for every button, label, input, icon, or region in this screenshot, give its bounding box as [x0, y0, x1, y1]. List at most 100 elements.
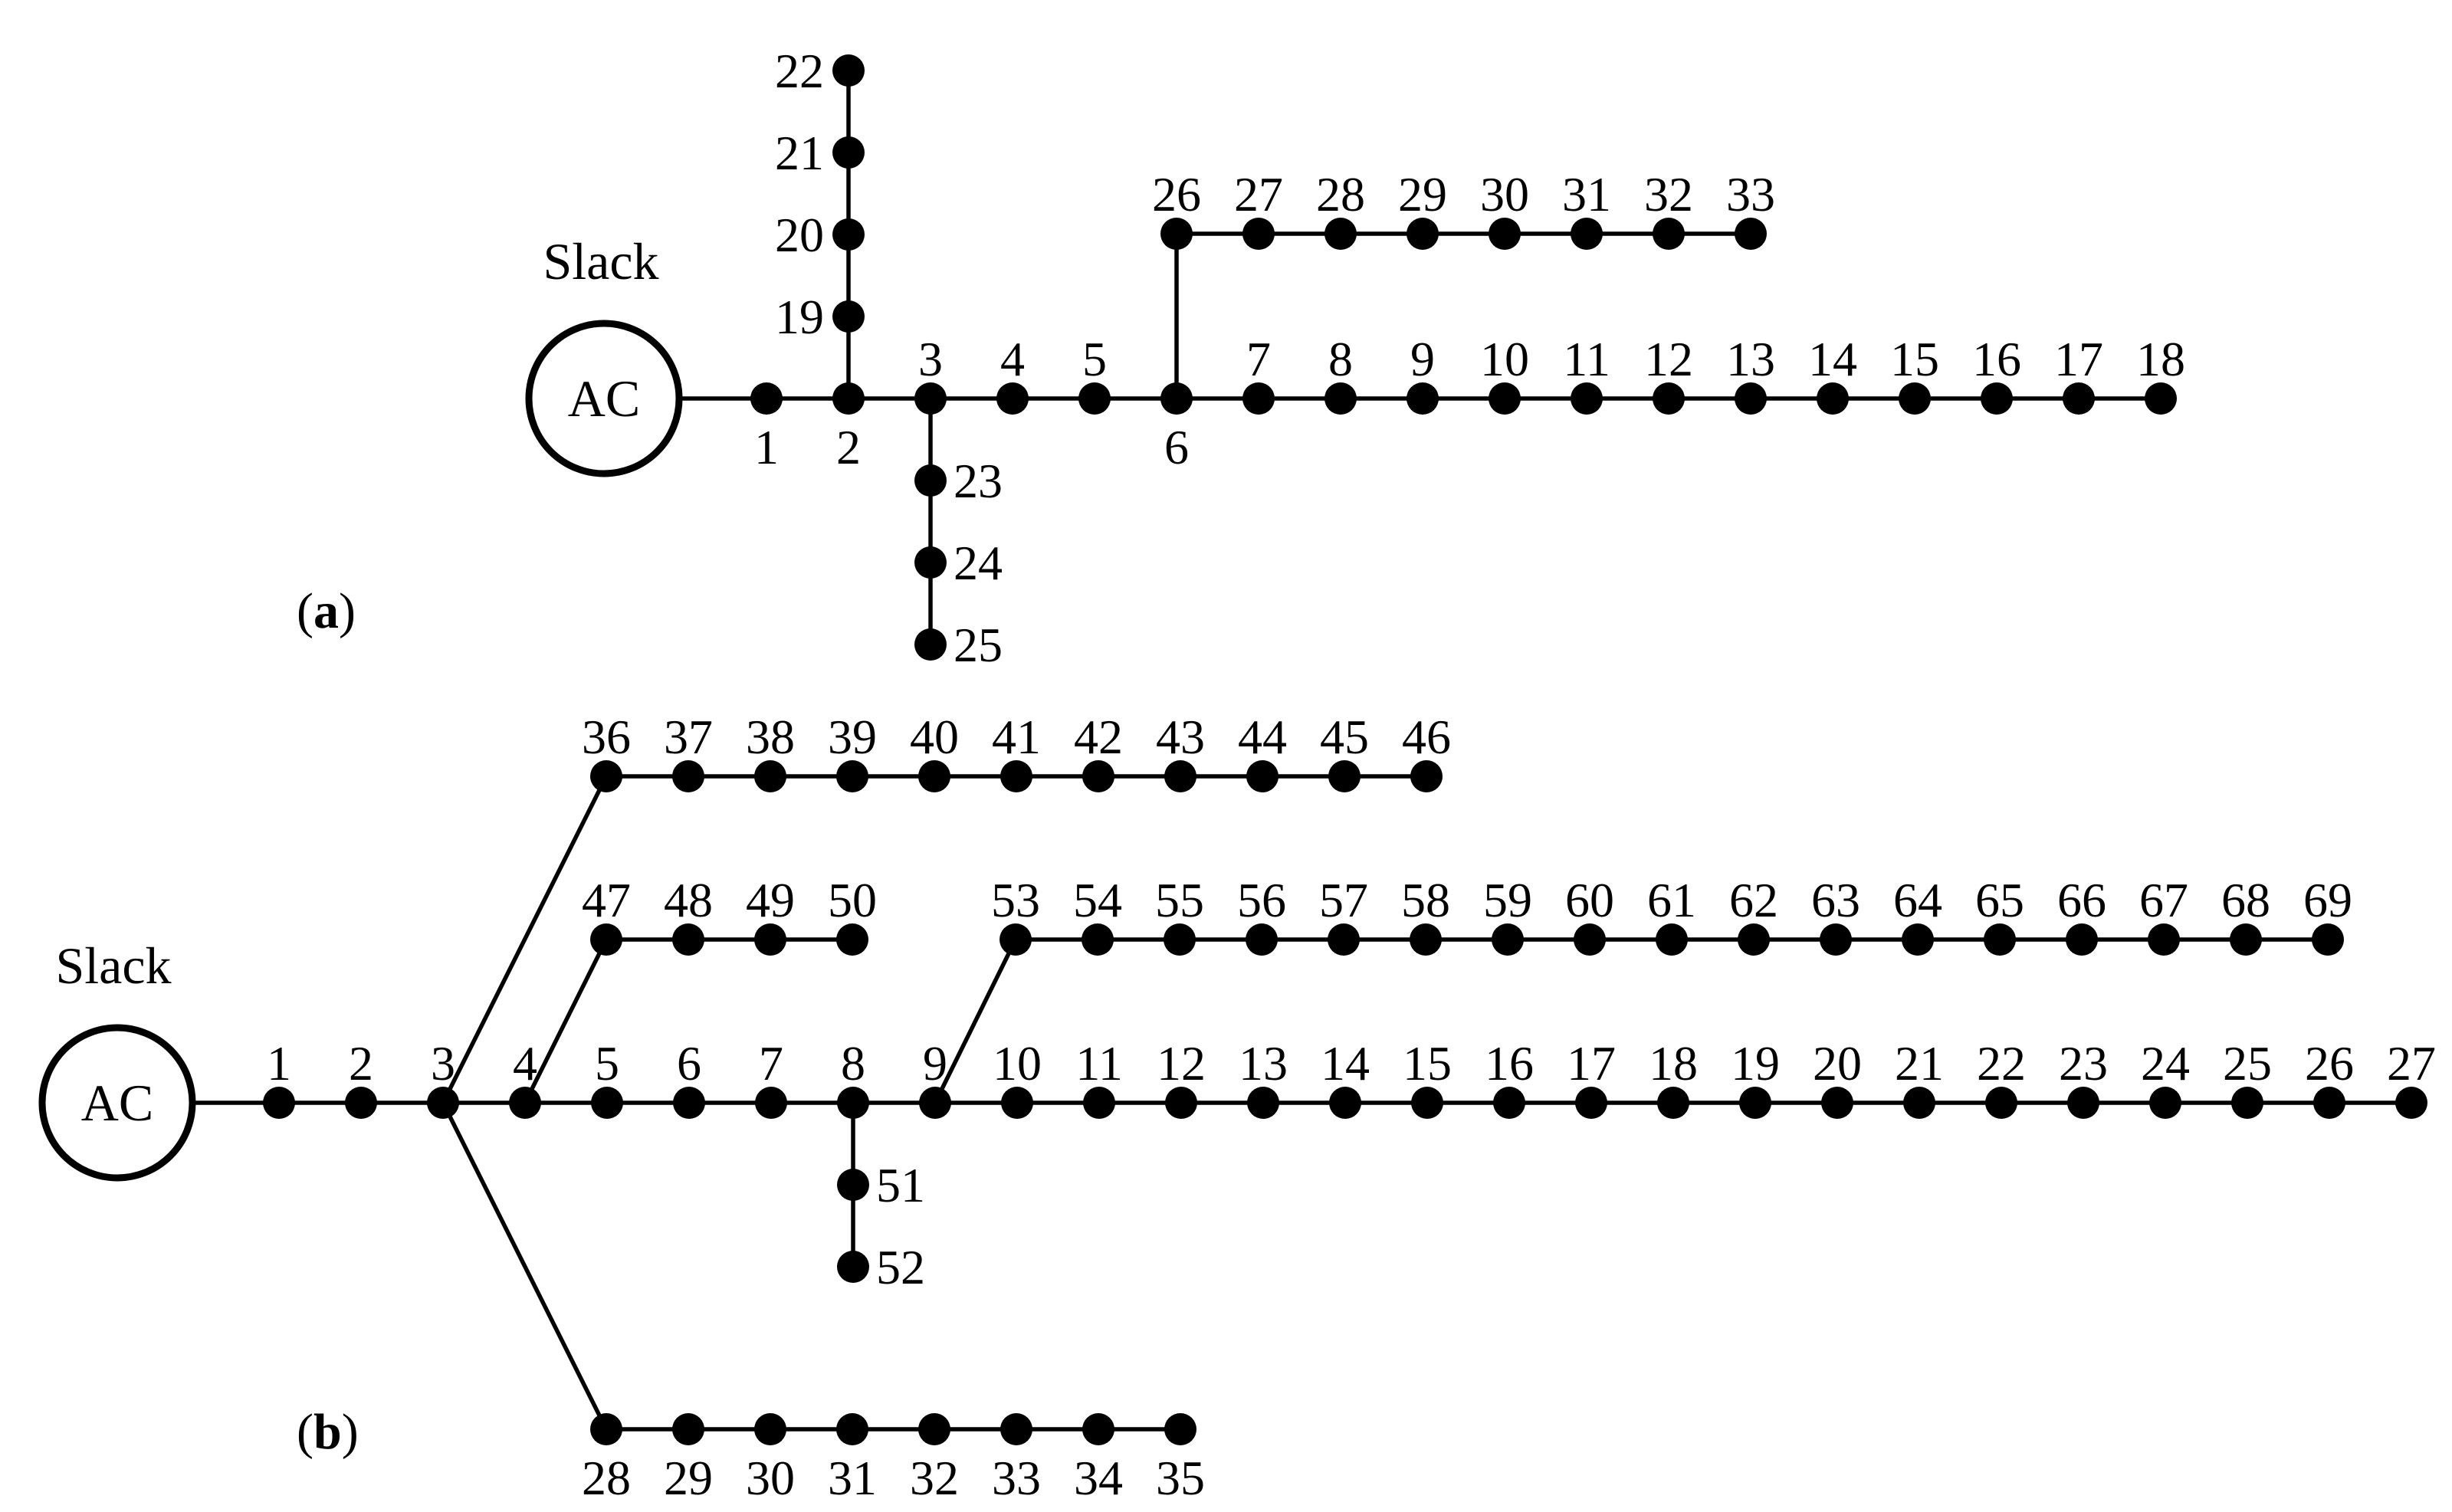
bus-label-21: 21 — [775, 126, 824, 180]
bus-node-63 — [1820, 923, 1852, 956]
bus-label-43: 43 — [1156, 710, 1205, 764]
bus-node-32 — [918, 1413, 950, 1445]
bus-node-1 — [263, 1087, 295, 1119]
bus-label-13: 13 — [1239, 1036, 1288, 1091]
bus-label-20: 20 — [1813, 1036, 1862, 1091]
bus-label-55: 55 — [1155, 873, 1204, 927]
bus-label-63: 63 — [1811, 873, 1860, 927]
bus-node-68 — [2230, 923, 2262, 956]
bus-node-26 — [1160, 218, 1193, 250]
bus-label-56: 56 — [1237, 873, 1286, 927]
bus-label-64: 64 — [1893, 873, 1942, 927]
bus-label-9: 9 — [1410, 332, 1435, 386]
bus-node-19 — [832, 300, 865, 333]
bus-node-14 — [1817, 382, 1849, 415]
bus-label-23: 23 — [954, 454, 1003, 508]
bus-label-32: 32 — [910, 1451, 959, 1505]
bus-label-19: 19 — [775, 290, 824, 344]
bus-label-7: 7 — [759, 1036, 783, 1091]
bus-node-28 — [1324, 218, 1357, 250]
bus-label-54: 54 — [1073, 873, 1122, 927]
bus-label-18: 18 — [2136, 332, 2185, 386]
bus-label-24: 24 — [954, 536, 1003, 590]
bus-label-49: 49 — [746, 873, 795, 927]
bus-node-15 — [1899, 382, 1931, 415]
bus-label-58: 58 — [1401, 873, 1450, 927]
bus-node-62 — [1738, 923, 1770, 956]
bus-node-18 — [1657, 1087, 1689, 1119]
bus-node-66 — [2066, 923, 2098, 956]
bus-label-7: 7 — [1246, 332, 1271, 386]
bus-label-22: 22 — [1977, 1036, 2026, 1091]
bus-node-29 — [1407, 218, 1439, 250]
bus-node-17 — [1575, 1087, 1607, 1119]
bus-node-20 — [1821, 1087, 1853, 1119]
ac-source-label: AC — [81, 1074, 153, 1132]
bus-node-26 — [2313, 1087, 2345, 1119]
bus-label-68: 68 — [2221, 873, 2270, 927]
bus-label-16: 16 — [1972, 332, 2021, 386]
bus-label-17: 17 — [1567, 1036, 1616, 1091]
bus-label-33: 33 — [992, 1451, 1041, 1505]
bus-label-42: 42 — [1074, 710, 1123, 764]
bus-node-14 — [1329, 1087, 1361, 1119]
bus-label-2: 2 — [349, 1036, 373, 1091]
bus-node-4 — [996, 382, 1029, 415]
bus-node-5 — [1078, 382, 1111, 415]
bus-label-22: 22 — [775, 44, 824, 98]
bus-node-33 — [1000, 1413, 1032, 1445]
bus-label-67: 67 — [2139, 873, 2188, 927]
bus-label-41: 41 — [992, 710, 1041, 764]
bus-node-41 — [1000, 760, 1032, 792]
bus-label-1: 1 — [754, 420, 779, 474]
bus-label-17: 17 — [2054, 332, 2103, 386]
bus-node-48 — [672, 923, 704, 956]
bus-label-36: 36 — [582, 710, 631, 764]
bus-label-13: 13 — [1726, 332, 1775, 386]
bus-node-1 — [750, 382, 783, 415]
bus-node-18 — [2145, 382, 2177, 415]
bus-label-29: 29 — [1398, 167, 1447, 221]
bus-node-7 — [755, 1087, 787, 1119]
bus-node-6 — [1160, 382, 1193, 415]
bus-label-39: 39 — [828, 710, 877, 764]
bus-label-11: 11 — [1563, 332, 1610, 386]
bus-label-8: 8 — [1328, 332, 1353, 386]
bus-node-27 — [2395, 1087, 2427, 1119]
bus-node-53 — [1000, 923, 1032, 956]
bus-node-45 — [1328, 760, 1361, 792]
bus-node-9 — [919, 1087, 951, 1119]
bus-label-60: 60 — [1565, 873, 1614, 927]
bus-label-25: 25 — [2223, 1036, 2272, 1091]
bus-node-6 — [673, 1087, 705, 1119]
bus-node-13 — [1247, 1087, 1279, 1119]
bus-label-28: 28 — [582, 1451, 631, 1505]
bus-node-19 — [1739, 1087, 1771, 1119]
bus-label-26: 26 — [2305, 1036, 2354, 1091]
bus-node-29 — [672, 1413, 704, 1445]
bus-label-62: 62 — [1729, 873, 1778, 927]
bus-label-30: 30 — [746, 1451, 795, 1505]
bus-label-25: 25 — [954, 618, 1003, 672]
bus-label-6: 6 — [677, 1036, 701, 1091]
bus-node-43 — [1164, 760, 1196, 792]
bus-node-20 — [832, 218, 865, 251]
bus-label-27: 27 — [2387, 1036, 2436, 1091]
ac-source-icon — [38, 1024, 196, 1182]
bus-node-11 — [1571, 382, 1603, 415]
bus-node-2 — [345, 1087, 377, 1119]
bus-node-60 — [1574, 923, 1606, 956]
bus-node-44 — [1246, 760, 1279, 792]
bus-label-32: 32 — [1644, 167, 1693, 221]
bus-label-10: 10 — [993, 1036, 1042, 1091]
line-3-28 — [441, 1100, 609, 1432]
bus-node-65 — [1984, 923, 2016, 956]
bus-label-48: 48 — [664, 873, 713, 927]
bus-node-25 — [2231, 1087, 2263, 1119]
bus-label-4: 4 — [1000, 332, 1025, 386]
bus-label-65: 65 — [1975, 873, 2024, 927]
bus-label-12: 12 — [1644, 332, 1693, 386]
bus-node-37 — [672, 760, 704, 792]
